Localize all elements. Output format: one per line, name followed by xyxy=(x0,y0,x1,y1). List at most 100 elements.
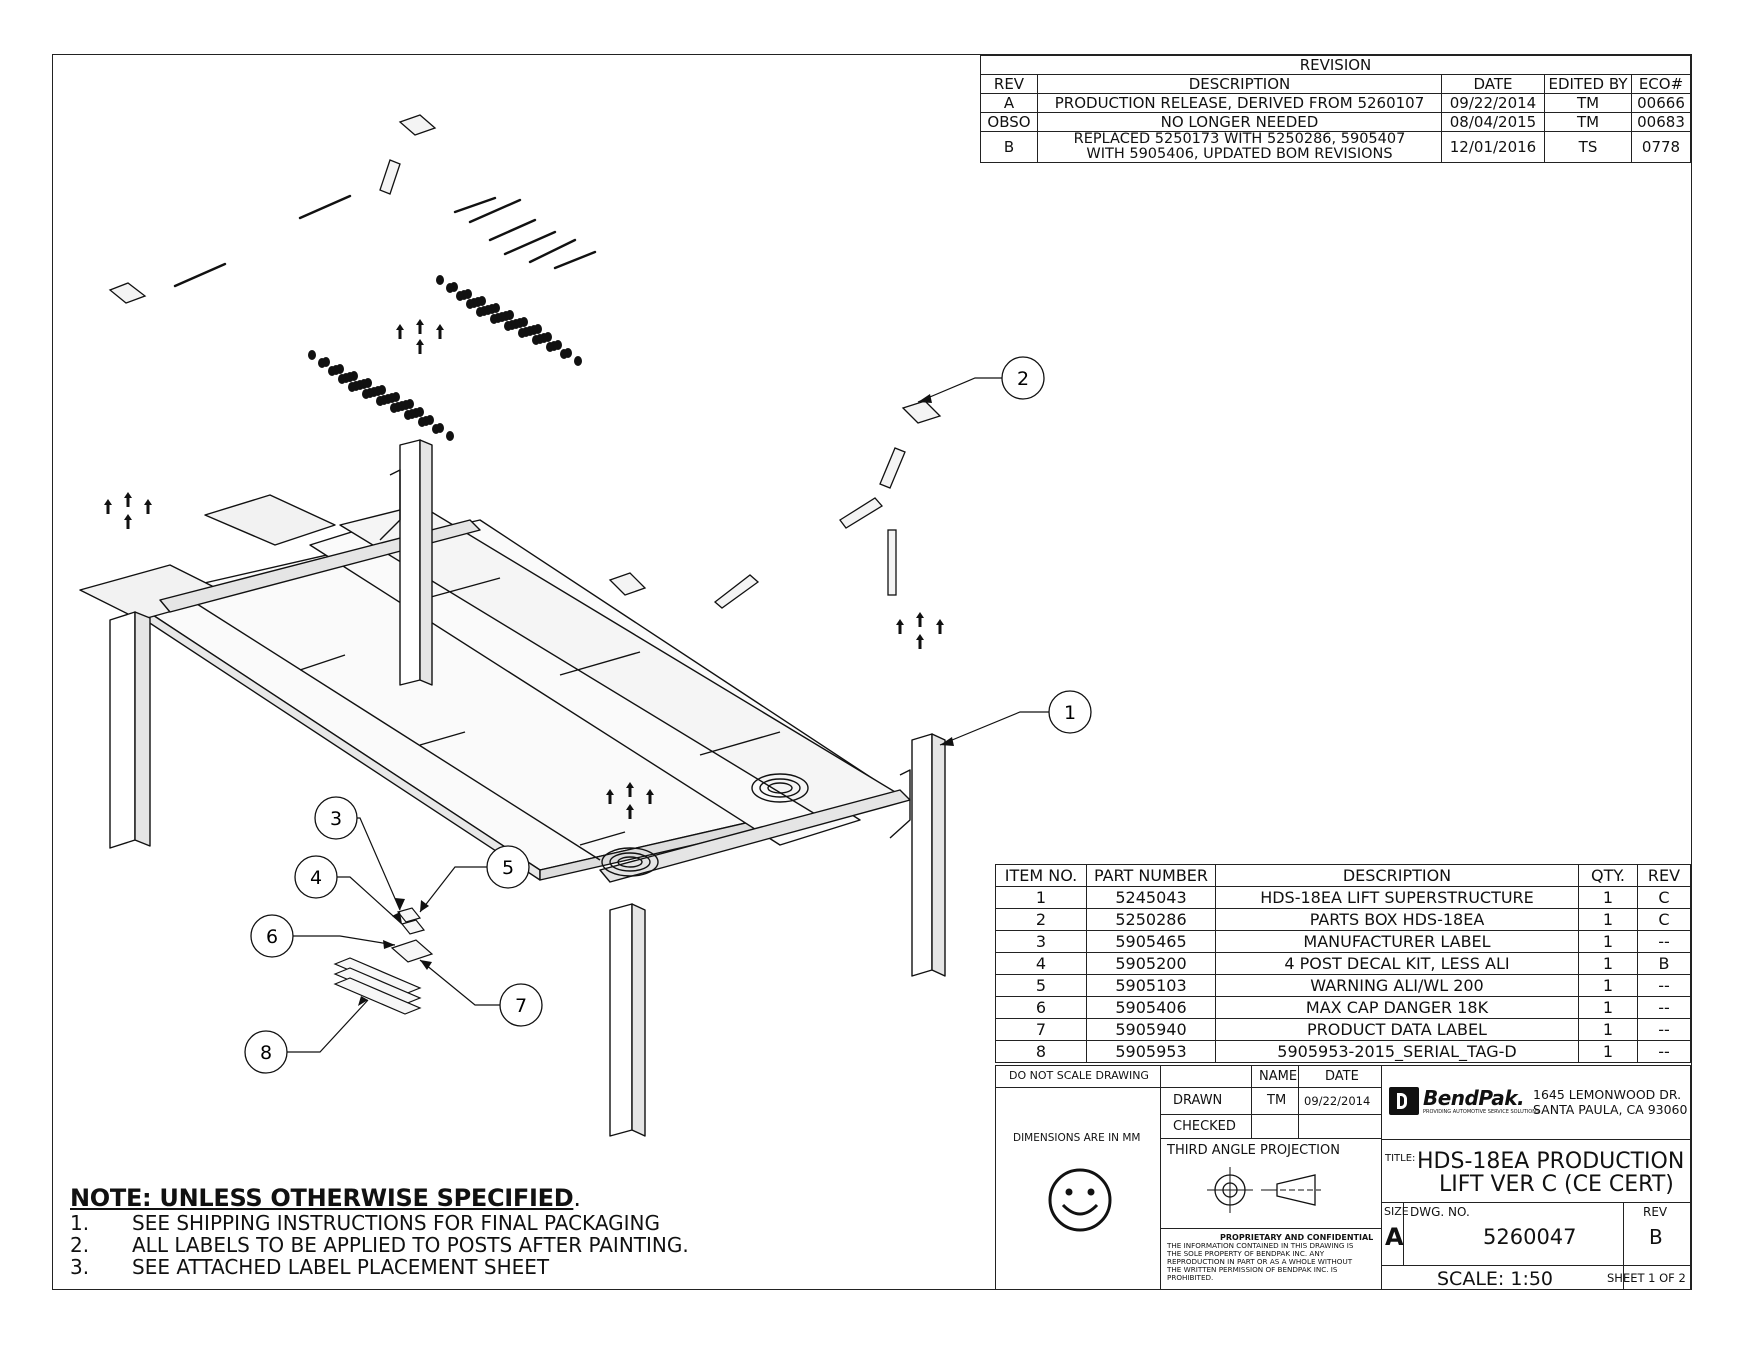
third-angle-projection-icon xyxy=(1207,1167,1321,1213)
hardware-bolt xyxy=(626,804,634,819)
part-header: PART NUMBER xyxy=(1086,864,1216,887)
rev-cell: -- xyxy=(1637,1040,1691,1063)
address-line2: SANTA PAULA, CA 93060 xyxy=(1533,1102,1688,1117)
right-column xyxy=(1381,1065,1691,1290)
cable xyxy=(298,194,352,220)
bracket xyxy=(379,159,401,195)
hardware-nut xyxy=(418,417,426,427)
rev-cell: B xyxy=(1637,952,1691,975)
hardware-nut xyxy=(574,356,582,366)
proprietary-line: THE WRITTEN PERMISSION OF BENDPAK INC. I… xyxy=(1167,1265,1338,1274)
note-text: ALL LABELS TO BE APPLIED TO POSTS AFTER … xyxy=(132,1233,689,1257)
eco-header: ECO# xyxy=(1631,74,1691,94)
eco-cell: 00666 xyxy=(1631,93,1691,113)
logo-mark-icon xyxy=(1397,1093,1407,1109)
cable xyxy=(468,198,522,224)
qty-cell: 1 xyxy=(1578,886,1638,909)
cable xyxy=(453,196,497,214)
bom-header-row: ITEM NO. PART NUMBER DESCRIPTION QTY. RE… xyxy=(995,864,1691,887)
balloon-circle xyxy=(244,1030,288,1074)
hardware-bolt xyxy=(124,514,132,529)
hardware-nut xyxy=(476,307,484,317)
size-value: A xyxy=(1385,1223,1404,1251)
cable xyxy=(503,230,557,256)
part-cell: 5905465 xyxy=(1086,930,1216,953)
description-header: DESCRIPTION xyxy=(1215,864,1579,887)
cover-plate xyxy=(901,400,942,424)
rev-label: REV xyxy=(1643,1205,1668,1219)
revision-row: A PRODUCTION RELEASE, DERIVED FROM 52601… xyxy=(980,93,1691,113)
hardware-nut xyxy=(466,299,474,309)
note-item: 3. SEE ATTACHED LABEL PLACEMENT SHEET xyxy=(70,1256,689,1278)
title-block: DO NOT SCALE DRAWING DIMENSIONS ARE IN M… xyxy=(995,1065,1691,1290)
qty-cell: 1 xyxy=(1578,930,1638,953)
rev-cell: B xyxy=(980,131,1038,163)
hardware-nut xyxy=(318,358,326,368)
desc-cell: NO LONGER NEEDED xyxy=(1037,112,1442,132)
hardware-nut xyxy=(532,335,540,345)
hardware-nut xyxy=(456,291,464,301)
divider xyxy=(1160,1138,1382,1139)
rev-cell: OBSO xyxy=(980,112,1038,132)
item-cell: 5 xyxy=(995,974,1087,997)
item-cell: 1 xyxy=(995,886,1087,909)
part-cell: 5905406 xyxy=(1086,996,1216,1019)
hardware-nut xyxy=(348,382,356,392)
hardware-bolt xyxy=(936,619,944,634)
date-label: DATE xyxy=(1325,1069,1359,1084)
item-header: ITEM NO. xyxy=(995,864,1087,887)
drawn-name: TM xyxy=(1267,1093,1287,1108)
hardware-bolt xyxy=(104,499,112,514)
proprietary-line: REPRODUCTION IN PART OR AS A WHOLE WITHO… xyxy=(1167,1257,1353,1266)
item-cell: 6 xyxy=(995,996,1087,1019)
post-rear-left xyxy=(109,611,151,849)
balloon-6: 6 xyxy=(250,914,294,958)
part-cell: 5250286 xyxy=(1086,908,1216,931)
bill-of-materials: ITEM NO. PART NUMBER DESCRIPTION QTY. RE… xyxy=(995,864,1691,1063)
hardware-nut xyxy=(504,321,512,331)
hardware-nut xyxy=(518,328,526,338)
company-tagline: PROVIDING AUTOMOTIVE SERVICE SOLUTIONS xyxy=(1423,1109,1540,1115)
decal-kit xyxy=(333,977,422,1015)
cable xyxy=(488,218,537,242)
balloon-number: 4 xyxy=(310,867,322,889)
qty-cell: 1 xyxy=(1578,974,1638,997)
drawn-date: 09/22/2014 xyxy=(1304,1094,1371,1108)
cover-plate xyxy=(608,572,647,596)
company-name: BendPak. xyxy=(1423,1086,1525,1110)
turntable-rear xyxy=(751,773,809,803)
bracket xyxy=(879,447,906,489)
bracket xyxy=(713,574,760,609)
checked-label: CHECKED xyxy=(1173,1119,1236,1134)
balloon-3: 3 xyxy=(314,796,358,840)
proprietary-heading: PROPRIETARY AND CONFIDENTIAL xyxy=(1220,1233,1374,1242)
desc-cell: MAX CAP DANGER 18K xyxy=(1215,996,1579,1019)
divider xyxy=(1381,1265,1691,1266)
hardware-nut xyxy=(446,283,454,293)
item-cell: 2 xyxy=(995,908,1087,931)
notes-heading: NOTE: UNLESS OTHERWISE SPECIFIED. xyxy=(70,1184,581,1212)
sheet-text: SHEET 1 OF 2 xyxy=(1607,1271,1686,1285)
divider xyxy=(1160,1114,1382,1115)
proprietary-line: PROHIBITED. xyxy=(1167,1273,1214,1282)
desc-line: WITH 5905406, UPDATED BOM REVISIONS xyxy=(1086,146,1393,162)
date-header: DATE xyxy=(1441,74,1545,94)
hardware-nut xyxy=(546,342,554,352)
hardware-nut xyxy=(436,275,444,285)
by-cell: TM xyxy=(1544,112,1632,132)
balloon-number: 6 xyxy=(266,926,278,948)
desc-cell: PRODUCTION RELEASE, DERIVED FROM 5260107 xyxy=(1037,93,1442,113)
date-cell: 12/01/2016 xyxy=(1441,131,1545,163)
note-text: SEE SHIPPING INSTRUCTIONS FOR FINAL PACK… xyxy=(132,1211,661,1235)
edited-by-header: EDITED BY xyxy=(1544,74,1632,94)
drawing-border xyxy=(52,54,1692,1290)
hardware-cluster xyxy=(104,275,944,819)
desc-cell: HDS-18EA LIFT SUPERSTRUCTURE xyxy=(1215,886,1579,909)
label-product-data xyxy=(396,907,422,923)
hardware-nut xyxy=(338,374,346,384)
hardware-bolt xyxy=(144,499,152,514)
revision-row: OBSO NO LONGER NEEDED 08/04/2015 TM 0068… xyxy=(980,112,1691,132)
